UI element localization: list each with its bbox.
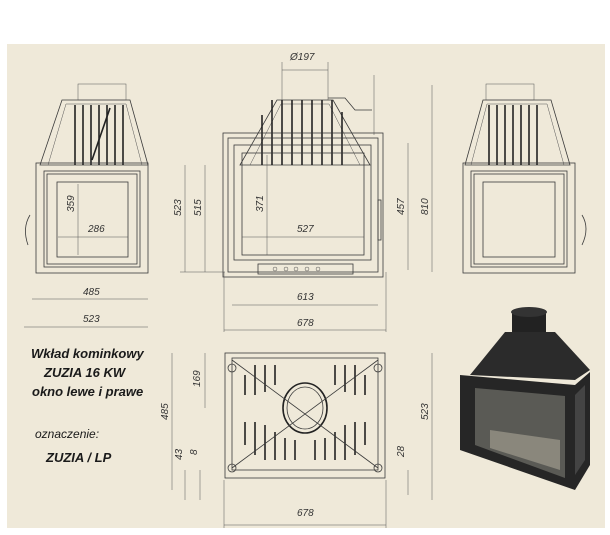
dim-front-glass-width: 527 [297, 224, 314, 235]
dim-left-glass-width: 286 [87, 224, 105, 235]
dim-front-inner-width: 613 [297, 292, 314, 303]
dim-top-bottom-offset: 43 [174, 448, 185, 460]
dim-left-outer-width: 523 [83, 314, 100, 325]
right-side-view [462, 83, 587, 274]
fireplace-render [460, 307, 590, 490]
dim-top-width: 678 [297, 508, 314, 519]
designation-label: oznaczenie: [35, 427, 99, 441]
dim-left-inner-width: 485 [83, 287, 100, 298]
dim-top-flue-offset: 169 [192, 370, 203, 387]
front-view [222, 75, 384, 278]
dim-top-total-depth: 523 [420, 403, 431, 420]
top-view [224, 352, 386, 479]
dimension-lines [24, 62, 433, 528]
dim-front-total-height: 810 [420, 198, 431, 215]
dim-front-door-height: 457 [396, 198, 407, 215]
dim-top-depth: 485 [160, 403, 171, 420]
dim-top-small-offset: 8 [189, 449, 200, 455]
product-title-line2: ZUZIA 16 KW [43, 365, 127, 380]
dim-flue-diameter: Ø197 [289, 52, 315, 63]
dim-left-glass-height: 359 [66, 195, 77, 212]
dim-front-outer-width: 678 [297, 318, 314, 329]
product-title-line3: okno lewe i prawe [32, 384, 143, 399]
designation-value: ZUZIA / LP [45, 450, 112, 465]
left-side-view [25, 83, 149, 274]
product-title-line1: Wkład kominkowy [31, 346, 144, 361]
dim-top-rear-offset: 28 [396, 445, 407, 458]
dim-front-glass-height: 371 [255, 195, 266, 212]
dim-front-height-inner: 515 [193, 199, 204, 216]
dim-front-height-outer: 523 [173, 199, 184, 216]
